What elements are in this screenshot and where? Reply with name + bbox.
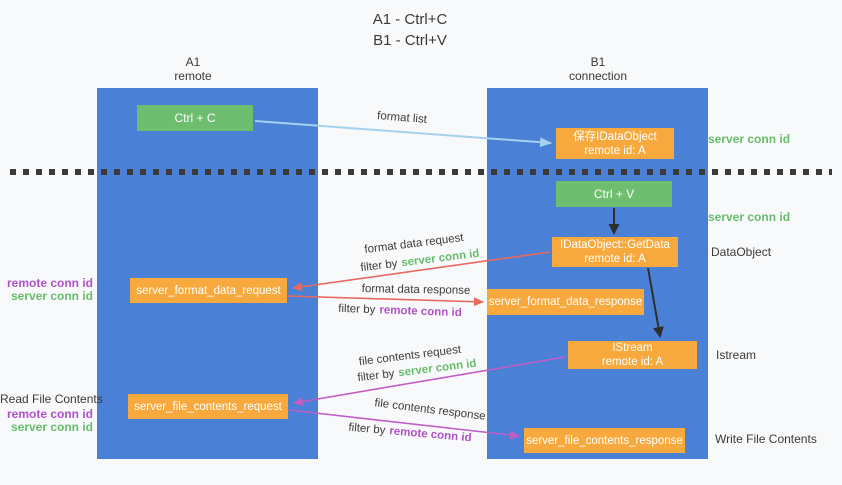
save-idataobject-line2: remote id: A <box>584 144 646 157</box>
annotation-left-conn-ids-bottom: remote conn id server conn id <box>0 408 93 434</box>
remote-conn-id-text-1: remote conn id <box>379 304 462 320</box>
ctrl-c-label: Ctrl + C <box>174 111 216 125</box>
node-save-idataobject: 保存IDataObject remote id: A <box>556 128 674 159</box>
node-server-file-contents-response: server_file_contents_response <box>524 428 685 453</box>
file-response-label: server_file_contents_response <box>526 434 683 447</box>
edge-label-format-list: format list <box>376 110 428 126</box>
server-conn-id-text-1: server conn id <box>400 247 481 270</box>
node-server-format-data-request: server_format_data_request <box>130 278 287 303</box>
ctrl-v-label: Ctrl + V <box>593 187 635 201</box>
file-request-label: server_file_contents_request <box>134 400 282 413</box>
annotation-server-conn-id-left-top: server conn id <box>10 289 93 303</box>
remote-conn-id-text-2: remote conn id <box>388 425 473 445</box>
node-idataobject-getdata: IDataObject::GetData remote id: A <box>552 237 678 267</box>
annotation-server-conn-id-left-bottom: server conn id <box>10 420 93 434</box>
edge-label-format-data-response: format data response <box>361 283 471 297</box>
annotation-write-file-contents: Write File Contents <box>715 432 817 446</box>
annotation-left-conn-ids-top: remote conn id server conn id <box>0 277 93 303</box>
filter-by-text-4: filter by <box>347 421 386 437</box>
save-idataobject-line1: 保存IDataObject <box>573 130 657 143</box>
annotation-read-file-contents: Read File Contents <box>0 392 103 406</box>
node-server-file-contents-request: server_file_contents_request <box>128 394 288 419</box>
node-server-format-data-response: server_format_data_response <box>487 289 644 315</box>
node-ctrl-c: Ctrl + C <box>137 105 253 131</box>
node-ctrl-v: Ctrl + V <box>556 181 672 207</box>
filter-by-text-3: filter by <box>356 367 396 385</box>
getdata-line2: remote id: A <box>584 253 646 265</box>
lane-a1-subtitle: remote <box>174 69 212 83</box>
title-line-2: B1 - Ctrl+V <box>373 32 447 49</box>
filter-by-text-2: filter by <box>338 302 376 317</box>
istream-line2: remote id: A <box>601 356 664 368</box>
annotation-dataobject: DataObject <box>711 245 772 259</box>
format-request-label: server_format_data_request <box>136 284 281 297</box>
annotation-server-conn-id-right-mid: server conn id <box>708 210 791 224</box>
annotation-remote-conn-id-left-bottom: remote conn id <box>6 407 93 421</box>
diagram-title: A1 - Ctrl+C B1 - Ctrl+V <box>320 9 500 51</box>
format-response-label: server_format_data_response <box>488 296 643 308</box>
dotted-separator-line <box>10 169 832 175</box>
annotation-server-conn-id-right-top: server conn id <box>708 132 791 146</box>
lane-a1-title: A1 <box>185 55 201 69</box>
istream-line1: IStream <box>612 342 653 354</box>
title-line-1: A1 - Ctrl+C <box>372 11 448 28</box>
getdata-line1: IDataObject::GetData <box>560 239 670 251</box>
edge-label-file-contents-response: file contents response <box>373 397 487 423</box>
lane-b1-subtitle: connection <box>568 69 628 83</box>
node-istream: IStream remote id: A <box>568 341 697 369</box>
annotation-remote-conn-id-left-top: remote conn id <box>6 276 93 290</box>
lane-b1-title: B1 <box>590 55 606 69</box>
filter-by-text-1: filter by <box>359 257 399 275</box>
lane-header-a1: A1 remote <box>133 55 253 83</box>
annotation-istream: Istream <box>716 348 757 362</box>
lane-header-b1: B1 connection <box>538 55 658 83</box>
